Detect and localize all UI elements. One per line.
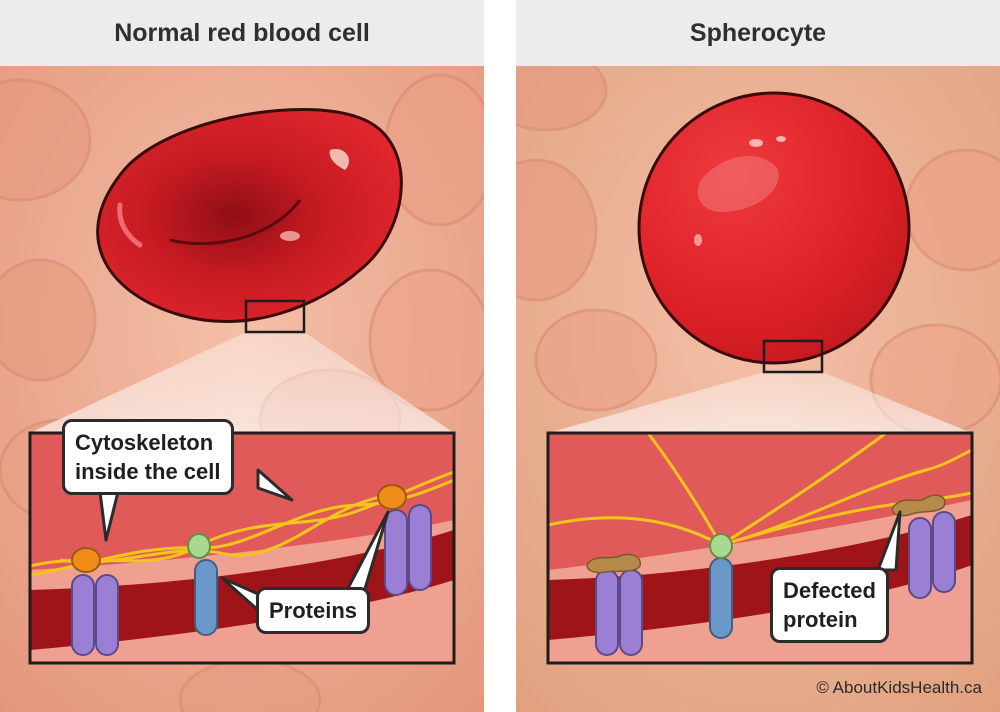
spherocyte-panel: Spherocyte <box>516 0 1000 712</box>
defected-protein-shape <box>586 553 641 574</box>
spherocyte-cell <box>637 91 911 365</box>
zoom-marker-box <box>244 299 306 334</box>
cytoskeleton-label-line1: Cytoskeleton <box>75 430 214 455</box>
defected-protein-callout: Defected protein <box>770 567 889 643</box>
zoom-beam <box>548 372 972 433</box>
proteins-callout: Proteins <box>256 587 371 634</box>
zoom-beam <box>30 332 454 433</box>
normal-cell-panel: Normal red blood cell <box>0 0 484 712</box>
membrane-proteins <box>586 494 956 656</box>
membrane-detail-inset <box>546 431 974 665</box>
proteins-label: Proteins <box>269 598 358 623</box>
copyright-credit: © AboutKidsHealth.ca <box>816 678 982 697</box>
callout-pointers <box>98 468 390 612</box>
membrane-proteins <box>71 484 432 656</box>
cytoskeleton-callout: Cytoskeleton inside the cell <box>62 419 234 495</box>
spherocyte-illustration <box>516 66 1000 712</box>
normal-cell-illustration <box>0 66 484 712</box>
zoom-marker-box <box>762 339 824 374</box>
cell-membrane <box>548 515 972 640</box>
defected-protein-shape <box>891 494 946 517</box>
defected-label-line2: protein <box>783 607 858 632</box>
background-cells <box>516 66 1000 437</box>
defected-label-line1: Defected <box>783 578 876 603</box>
normal-cell-title: Normal red blood cell <box>0 0 484 67</box>
cytoskeleton-label-line2: inside the cell <box>75 459 221 484</box>
spherocyte-title: Spherocyte <box>516 0 1000 67</box>
red-blood-cell-disc <box>96 108 403 323</box>
